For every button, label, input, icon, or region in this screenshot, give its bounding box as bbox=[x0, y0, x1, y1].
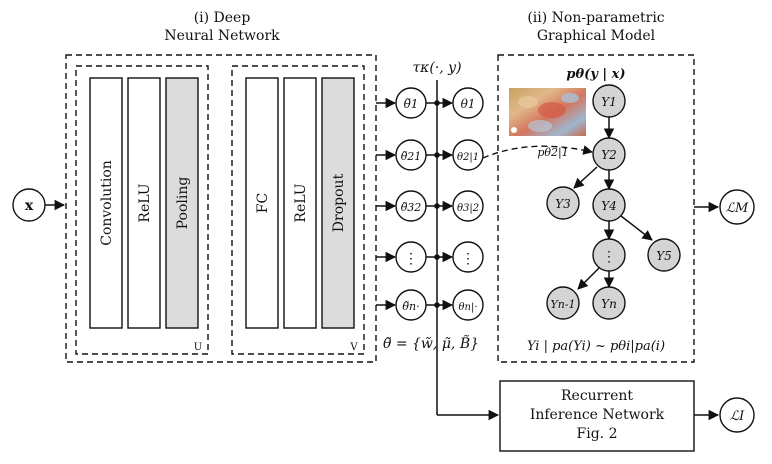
layer-convolution bbox=[89, 77, 123, 329]
layer-fc-label: FC bbox=[255, 193, 271, 213]
graph-node-y1-label: Y1 bbox=[601, 95, 617, 109]
pgm-title-line1: (ii) Non-parametric bbox=[527, 10, 664, 26]
inference-line2: Inference Network bbox=[530, 407, 665, 423]
theta-to-y2-edge bbox=[482, 145, 593, 159]
group-u-box bbox=[75, 65, 209, 355]
theta-row-2: θ̃21 θ2|1 bbox=[376, 139, 484, 171]
layer-relu-u-label: ReLU bbox=[137, 183, 153, 222]
theta-tilde-ellipsis: ⋮ bbox=[404, 251, 418, 267]
theta-n: θn|· bbox=[458, 302, 477, 313]
inference-line3: Fig. 2 bbox=[577, 426, 618, 442]
theta-ellipsis: ⋮ bbox=[461, 251, 475, 267]
pgm-outer-box bbox=[497, 54, 695, 363]
group-v-label: V bbox=[349, 342, 358, 353]
graph-node-ellipsis-label: ⋮ bbox=[602, 249, 616, 265]
theta-tilde-32: θ̃32 bbox=[401, 201, 422, 214]
graph-node-y3-label: Y3 bbox=[555, 197, 571, 211]
graph-node-yn-1-label: Yn-1 bbox=[550, 298, 575, 311]
graph-node-y4-label: Y4 bbox=[601, 199, 617, 213]
layer-pooling-label: Pooling bbox=[175, 177, 191, 230]
layer-dropout-label: Dropout bbox=[331, 173, 347, 232]
loss-m-node bbox=[719, 189, 755, 225]
graph-node-yn-label: Yn bbox=[601, 297, 617, 311]
theta-tilde-1: θ̃1 bbox=[404, 97, 419, 111]
loss-i-label: ℒI bbox=[730, 409, 745, 424]
layer-fc bbox=[245, 77, 279, 329]
dnn-title-line2: Neural Network bbox=[164, 28, 280, 44]
dnn-title-line1: (i) Deep bbox=[194, 10, 251, 26]
dnn-outer-box bbox=[65, 54, 377, 363]
edge-y2-y3 bbox=[573, 166, 598, 189]
group-u-label: U bbox=[194, 342, 202, 353]
theta-tilde-n: θ̃n· bbox=[402, 300, 419, 313]
layer-dropout bbox=[321, 77, 355, 329]
inference-network-box bbox=[499, 380, 695, 452]
edge-label: pθ2|1 bbox=[537, 146, 568, 160]
graph-node-y1 bbox=[592, 84, 626, 118]
theta-row-3: θ̃32 θ3|2 bbox=[376, 190, 484, 222]
graph-node-y5-label: Y5 bbox=[656, 249, 672, 263]
theta-row-4: ⋮ ⋮ bbox=[376, 241, 484, 273]
graph-node-y3 bbox=[546, 186, 580, 220]
theta-tilde-21: θ̃21 bbox=[401, 150, 422, 163]
graph-node-yn bbox=[592, 286, 626, 320]
pgm-title-line2: Graphical Model bbox=[537, 28, 656, 44]
theta-1: θ1 bbox=[461, 97, 476, 111]
graph-node-y2-label: Y2 bbox=[601, 148, 617, 162]
layer-relu-v-label: ReLU bbox=[293, 183, 309, 222]
layer-relu-u bbox=[127, 77, 161, 329]
theta-3-2: θ3|2 bbox=[457, 203, 479, 214]
layer-pooling bbox=[165, 77, 199, 329]
inference-line1: Recurrent bbox=[561, 388, 633, 404]
tau-label: τκ(·, y) bbox=[412, 60, 461, 76]
edge-y4-y5 bbox=[620, 215, 653, 241]
edge-dots-yn1 bbox=[577, 267, 600, 290]
pgm-header: pθ(y | x) bbox=[566, 67, 625, 82]
loss-i-node bbox=[719, 397, 755, 433]
graph-node-ellipsis bbox=[592, 238, 626, 272]
graph-node-y5 bbox=[647, 238, 681, 272]
pgm-formula: Yi | pa(Yi) ~ pθi|pa(i) bbox=[527, 339, 665, 354]
loss-m-label: ℒM bbox=[726, 201, 749, 216]
input-label: x bbox=[25, 198, 34, 214]
graph-node-y2 bbox=[592, 137, 626, 171]
graph-node-yn-1 bbox=[546, 286, 580, 320]
theta-row-1: θ̃1 θ1 bbox=[376, 87, 484, 119]
theta-row-5: θ̃n· θn|· bbox=[376, 289, 484, 321]
layer-relu-v bbox=[283, 77, 317, 329]
theta-2-1: θ2|1 bbox=[457, 152, 479, 163]
graph-node-y4 bbox=[592, 188, 626, 222]
layer-convolution-label: Convolution bbox=[99, 160, 115, 246]
theta-set-formula: θ̃ = {w̃, μ̃, B̃} bbox=[383, 334, 479, 352]
group-v-box bbox=[231, 65, 365, 355]
heatmap-thumbnail bbox=[509, 88, 586, 136]
